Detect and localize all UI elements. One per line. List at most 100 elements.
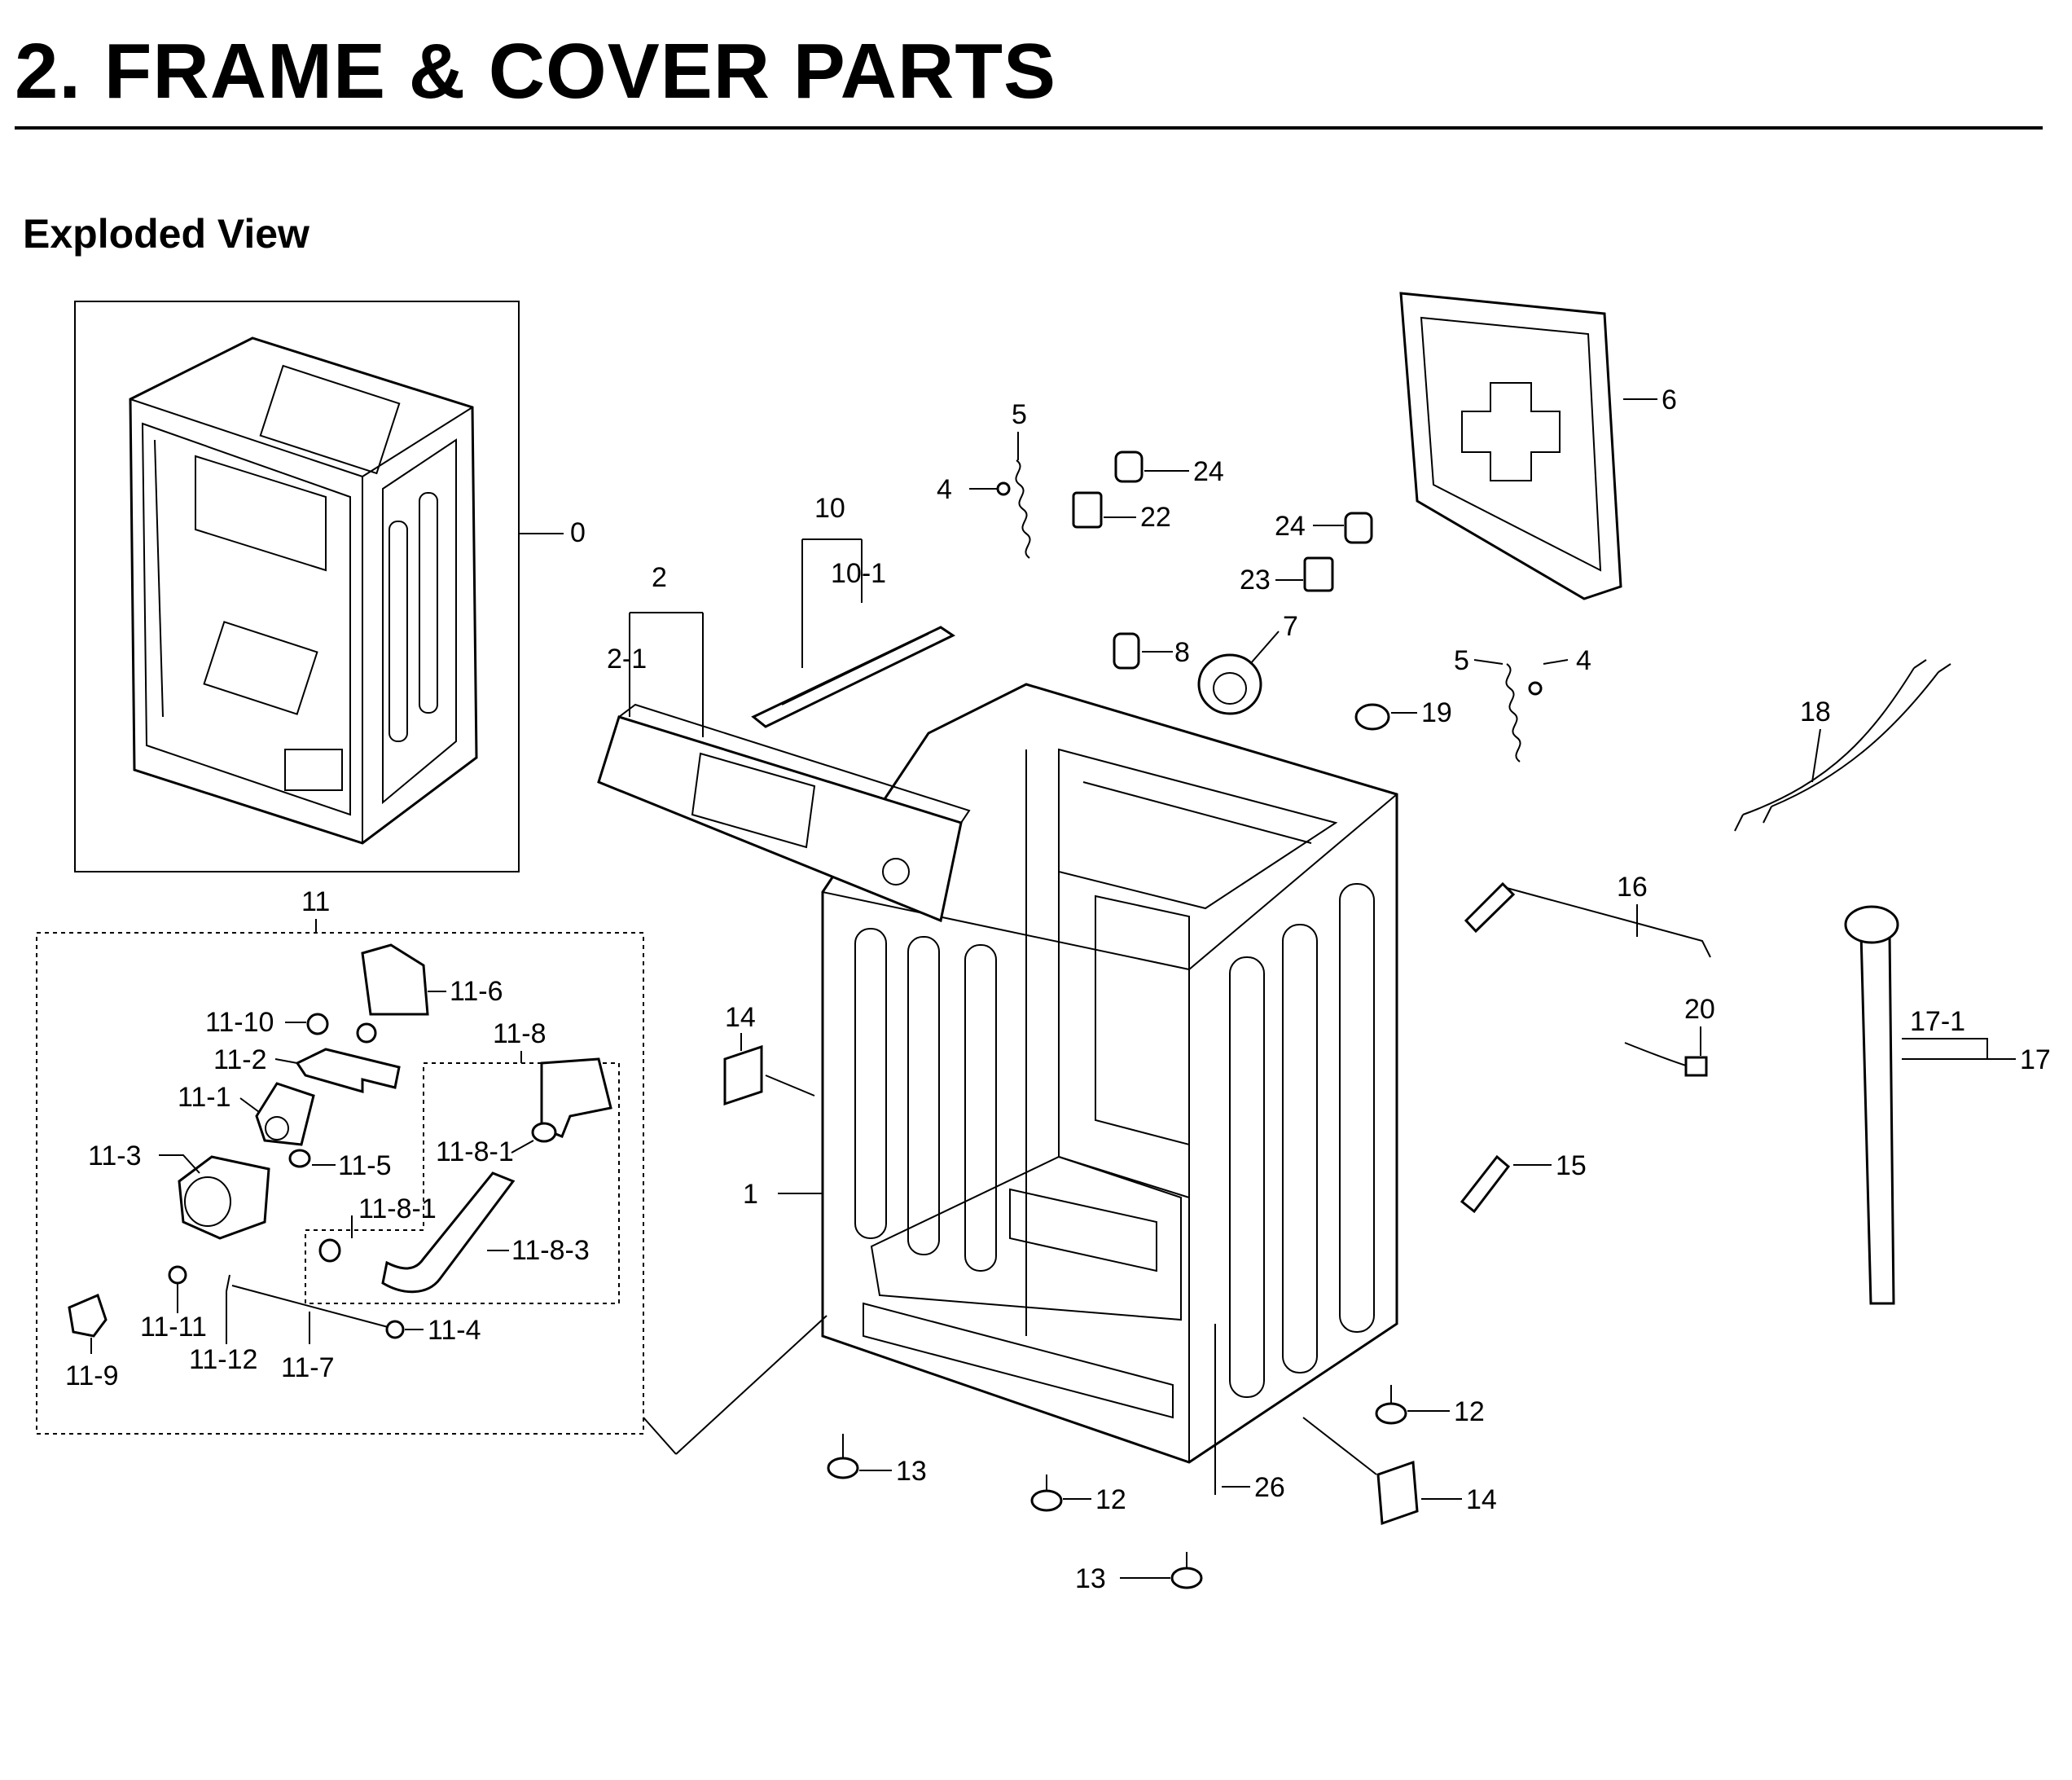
part-16-drawing [1464, 881, 1516, 934]
cabinet-right-rib-2 [1282, 924, 1318, 1373]
top-brace-group: 10 10-1 [751, 493, 956, 728]
page-title: 2. FRAME & COVER PARTS [15, 28, 1056, 115]
callout-6: 6 [1662, 385, 1677, 415]
harness-18-drawing [1734, 659, 1951, 832]
callout-11-8-1-lower: 11-8-1 [358, 1193, 437, 1224]
spring-right [1505, 663, 1521, 763]
callout-23: 23 [1240, 565, 1271, 596]
part-11-4-drawing [385, 1320, 405, 1339]
part-22-drawing [1072, 491, 1103, 529]
part-26: 26 [1214, 1324, 1285, 1503]
callout-8: 8 [1174, 637, 1190, 668]
callout-22: 22 [1140, 502, 1171, 533]
callout-16: 16 [1617, 872, 1648, 903]
cabinet-side-rib-2 [907, 936, 940, 1255]
part-11-3-drawing [178, 1155, 270, 1240]
callout-11-12: 11-12 [189, 1344, 257, 1375]
assembly-11-8-frame [305, 1062, 620, 1304]
spring-left [1015, 459, 1031, 559]
callout-4-right: 4 [1576, 645, 1591, 676]
part-11-8-3-hose-drawing [381, 1171, 516, 1294]
callout-7: 7 [1283, 611, 1298, 642]
assembly-0-frame [74, 301, 520, 872]
part-11-11-drawing [168, 1265, 187, 1285]
bracket-14-left-drawing [723, 1044, 763, 1106]
part-11-8-1-lower-clamp [318, 1238, 341, 1263]
callout-11-9: 11-9 [65, 1360, 119, 1391]
harness-group: 18 [1734, 659, 1951, 832]
bracket-14-right-drawing [1376, 1460, 1419, 1526]
part-17-hose-drawing [1859, 931, 1895, 1305]
lid-drawing [1399, 292, 1622, 600]
bracket-14-group: 14 14 [723, 1002, 1497, 1526]
spring-cap-left [996, 481, 1011, 496]
leg-12-center: 12 [1030, 1475, 1126, 1515]
callout-11-4: 11-4 [428, 1315, 481, 1346]
callout-10: 10 [814, 493, 845, 524]
callout-11-10: 11-10 [205, 1007, 274, 1038]
callout-11-8-3: 11-8-3 [511, 1235, 590, 1266]
leg-12-right: 12 [1375, 1385, 1485, 1427]
callout-24-left: 24 [1193, 456, 1224, 487]
assembly-0-drawing [129, 336, 478, 845]
cabinet-group: 1 [743, 683, 1398, 1464]
callout-11-5: 11-5 [338, 1150, 392, 1181]
spring-right-group: 4 5 [1454, 645, 1591, 763]
callout-4-left: 4 [937, 474, 952, 505]
callout-24-right: 24 [1275, 511, 1306, 542]
cabinet-right-rib-3 [1339, 883, 1375, 1333]
callout-12-right: 12 [1454, 1396, 1485, 1427]
callout-0: 0 [570, 517, 586, 548]
callout-19: 19 [1421, 697, 1452, 728]
callout-5-right: 5 [1454, 645, 1469, 676]
part-20-drawing [1684, 1056, 1708, 1077]
part-15-drawing [1460, 1154, 1511, 1214]
lid-group: 6 [1399, 292, 1677, 600]
callout-26: 26 [1254, 1472, 1285, 1503]
lid-cross-window [1461, 382, 1561, 481]
section-subtitle: Exploded View [23, 211, 309, 257]
callout-20: 20 [1684, 994, 1715, 1025]
part-11-2-drawing [295, 1048, 401, 1093]
callout-2: 2 [652, 562, 667, 593]
control-panel-group: 2 2-1 [597, 562, 971, 923]
callout-15: 15 [1556, 1150, 1587, 1181]
callout-13-left: 13 [896, 1456, 927, 1487]
part-11-6-drawing [361, 943, 429, 1016]
drain-pump-assembly-group: 11 11-8 11-6 11-10 11-2 11-1 11-3 11-5 [36, 886, 827, 1455]
assembly-11-frame [36, 932, 644, 1435]
callout-1: 1 [743, 1179, 758, 1210]
part-7-drawing [1197, 653, 1262, 715]
callout-12-center: 12 [1095, 1484, 1126, 1515]
callout-11-11: 11-11 [140, 1312, 207, 1343]
leg-13-bottom: 13 [1075, 1552, 1203, 1594]
small-parts-group: 22 24 24 23 8 7 19 [1072, 450, 1452, 731]
callout-17-1: 17-1 [1910, 1006, 1965, 1037]
part-23-drawing [1303, 556, 1334, 592]
callout-11-7: 11-7 [281, 1352, 335, 1383]
part-11-9-drawing [68, 1293, 108, 1338]
top-brace-drawing [751, 626, 956, 728]
callout-5-left: 5 [1012, 399, 1027, 430]
leg-13-left: 13 [827, 1434, 927, 1487]
cabinet-side-rib-1 [854, 928, 887, 1239]
callout-11-2: 11-2 [213, 1044, 267, 1075]
spring-cap-right [1528, 681, 1543, 696]
callout-10-1: 10-1 [831, 558, 886, 589]
cabinet-outline [821, 683, 1398, 1464]
callout-11-8-1-upper: 11-8-1 [436, 1136, 514, 1167]
cabinet-right-rib-1 [1229, 956, 1265, 1398]
part-24-left-drawing [1114, 450, 1144, 483]
callout-17: 17 [2020, 1044, 2051, 1075]
callout-11-1: 11-1 [178, 1082, 231, 1113]
part-11-10-drawing [306, 1013, 329, 1035]
part-24-right-drawing [1344, 512, 1373, 544]
callout-13-bottom: 13 [1075, 1563, 1106, 1594]
spring-left-group: 4 5 [937, 399, 1031, 559]
callout-11-6: 11-6 [450, 976, 503, 1007]
part-11-1-drawing [255, 1082, 315, 1146]
callout-2-1: 2-1 [607, 644, 647, 675]
part-19-drawing [1354, 703, 1390, 731]
callout-11: 11 [301, 886, 330, 917]
callout-11-8: 11-8 [493, 1018, 547, 1049]
